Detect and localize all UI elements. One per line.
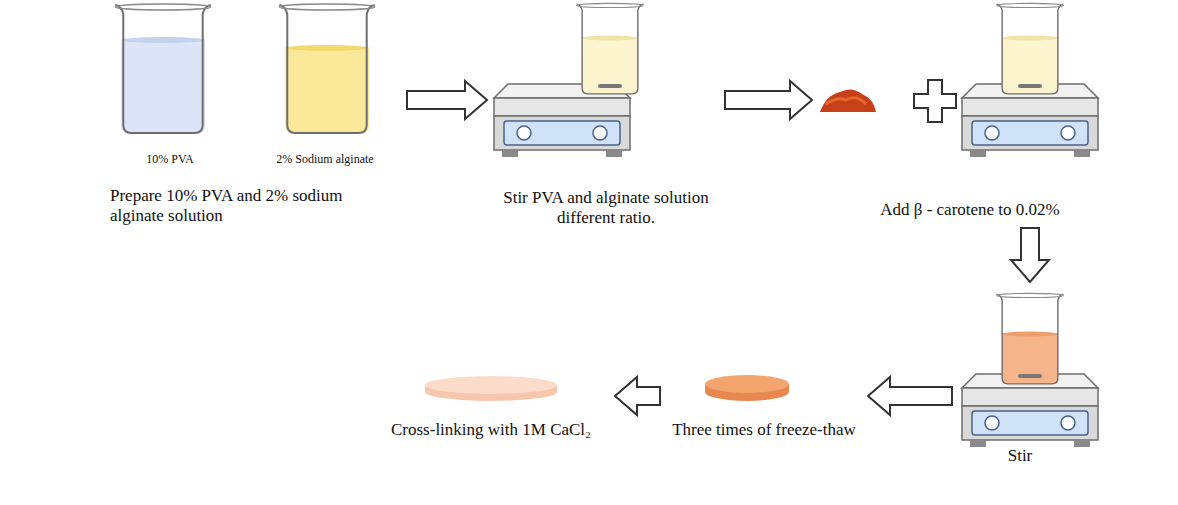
beaker [997, 293, 1064, 384]
alginate-liquid [285, 48, 369, 133]
step-box: Stir PVA and alginate solution different… [495, 20, 717, 228]
orange-surface [1002, 332, 1058, 337]
step-caption: Stir [1008, 446, 1033, 466]
stir-bar [1018, 84, 1042, 88]
stirrer-plate [494, 84, 630, 157]
step-caption: Add β - carotene to 0.02% [880, 200, 1060, 220]
step-box: Add β - carotene to 0.02% [820, 20, 1120, 220]
beaker [577, 3, 644, 94]
powder-texture [826, 98, 866, 104]
block-arrow [868, 377, 952, 415]
step-box: Three times of freeze-thaw [668, 360, 860, 440]
orange-liquid [1002, 334, 1058, 384]
pva-liquid [121, 40, 205, 133]
solution-label: 10% PVA [146, 152, 193, 166]
stirrer-plate [962, 374, 1098, 447]
stir-bar [598, 84, 622, 88]
beaker [997, 3, 1064, 94]
mixed-surface [582, 36, 638, 41]
step-caption: Cross-linking with 1M CaCl₂ [391, 420, 591, 440]
stir-bar [1018, 374, 1042, 378]
beta-carotene-powder [820, 89, 876, 112]
block-arrow [407, 81, 487, 119]
stirrer-plate [962, 84, 1098, 157]
beaker-label-box: 10% PVA [110, 152, 230, 172]
step-caption: Prepare 10% PVA and 2% sodium alginate s… [110, 186, 399, 226]
hydrogel-disc [705, 375, 789, 393]
beaker [115, 4, 210, 133]
step-box: Prepare 10% PVA and 2% sodium alginate s… [110, 0, 399, 226]
block-arrow [615, 377, 660, 415]
step-caption: Stir PVA and alginate solution different… [495, 188, 717, 228]
step-caption: Three times of freeze-thaw [672, 420, 856, 440]
alginate-surface [285, 45, 369, 51]
beaker [279, 4, 374, 133]
crosslinked-disc [425, 376, 557, 394]
block-arrow [1011, 228, 1049, 282]
plus-sign [914, 80, 956, 122]
pva-surface [121, 37, 205, 43]
step-box: Cross-linking with 1M CaCl₂ [375, 360, 607, 440]
step-box: Stir [960, 290, 1080, 466]
beaker-label-box: 2% Sodium alginate [260, 152, 390, 172]
block-arrow [725, 81, 812, 119]
solution-label: 2% Sodium alginate [276, 152, 373, 166]
mixed-liquid [1002, 38, 1058, 94]
mixed-surface [1002, 36, 1058, 41]
mixed-liquid [582, 38, 638, 94]
